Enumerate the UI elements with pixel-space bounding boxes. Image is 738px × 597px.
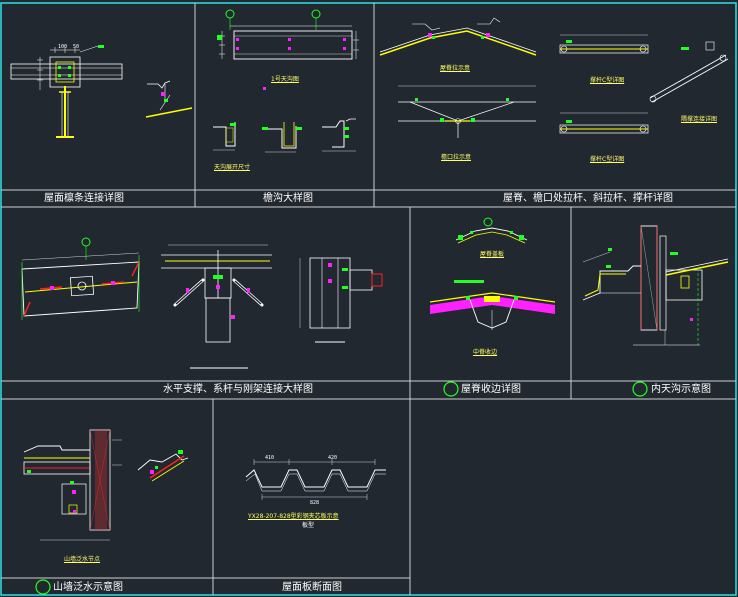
dim-panel-left: 410 <box>265 455 275 461</box>
gutter-detail <box>213 9 359 153</box>
roof-panel-section <box>245 459 386 500</box>
label-gutter-a: 1号天沟图 <box>271 76 299 83</box>
dim-panel-right: 420 <box>328 455 338 461</box>
label-brace-c: 隅撑连接详图 <box>681 116 718 123</box>
label-ridge-flash-top: 屋脊盖板 <box>480 251 505 258</box>
title-gutter: 檐沟大样图 <box>263 193 313 204</box>
label-gutter-b: 天沟展开尺寸 <box>214 164 251 171</box>
bracing-detail <box>21 237 383 369</box>
label-panel-note: 板型 <box>302 522 315 529</box>
title-markers <box>35 381 648 595</box>
label-brace-b: 撑杆C型详图 <box>590 156 625 163</box>
gable-detail <box>23 429 189 541</box>
roof-purlin-detail <box>10 45 193 138</box>
panel-grid <box>1 3 736 595</box>
label-gable-node: 山墙泛水节点 <box>64 556 101 563</box>
title-bracing: 水平支撑、系杆与刚架连接大样图 <box>163 384 313 395</box>
label-brace-a: 撑杆C型详图 <box>590 77 625 84</box>
label-ridge-flash-bottom: 中脊收边 <box>473 349 498 356</box>
title-roof-purlin: 屋面檩条连接详图 <box>44 193 124 204</box>
title-ridge-sag: 屋脊、檐口处拉杆、斜拉杆、撑杆详图 <box>503 193 673 204</box>
ridge-sag-rod-detail <box>379 17 729 138</box>
parapet-detail <box>582 225 729 346</box>
title-ridge-flashing: 屋脊收边详图 <box>461 384 521 395</box>
dim-a: 100 <box>58 44 68 50</box>
dim-b: 50 <box>73 44 80 50</box>
ridge-flashing-detail <box>429 217 556 330</box>
label-panel-model: YX28-207-828型彩钢夹芯板示意 <box>248 513 339 520</box>
title-gable: 山墙泛水示意图 <box>53 582 123 593</box>
label-eave-tie: 檐口拉示意 <box>441 154 472 161</box>
title-roof-panel: 屋面板断面图 <box>282 582 342 593</box>
dim-panel-bottom: 828 <box>310 500 320 506</box>
label-ridge-tie: 屋脊拉示意 <box>440 65 471 72</box>
title-parapet: 内天沟示意图 <box>651 384 711 395</box>
